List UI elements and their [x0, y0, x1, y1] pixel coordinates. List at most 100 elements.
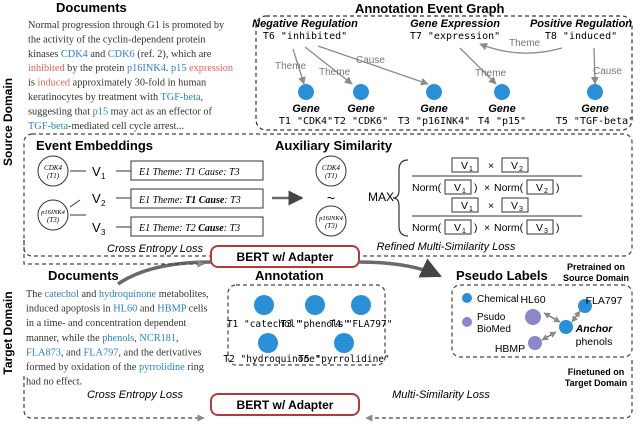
edge-label-5: Theme: [509, 38, 541, 49]
highlighted-span: p16INK4: [127, 63, 166, 74]
pseudo-node-hbmp: HBMP: [495, 336, 542, 355]
vector-box: [526, 179, 554, 195]
edge-label-3: Cause: [356, 55, 385, 66]
text-span: ,: [176, 333, 179, 344]
event-text-span: T3: [230, 223, 241, 234]
highlighted-span: TGF-beta: [161, 92, 201, 103]
highlighted-span: induced: [37, 78, 70, 89]
document-line: in a time- and concentration dependent: [26, 318, 187, 329]
embedding-node-id: (T3): [47, 216, 60, 224]
edge-t8-t5: [590, 47, 599, 85]
text-span: approximately 30-fold in human: [70, 78, 206, 89]
document-line: The catechol and hydroquinone metabolite…: [26, 289, 209, 300]
event-text-span: T1: [185, 195, 196, 206]
text-span: manner, while the: [26, 333, 102, 344]
pseudo-labels-title: Pseudo Labels: [456, 268, 548, 283]
pretrained-label-1: Pretrained on: [567, 262, 625, 272]
edge-label-4: Theme: [475, 68, 507, 79]
annotation-label: T3 "phenols": [281, 319, 350, 330]
trigger-label-t7: T7 "expression": [410, 31, 500, 42]
event-box-2: [130, 188, 264, 209]
highlighted-span: phenols: [102, 333, 134, 344]
text-span: and: [88, 49, 108, 60]
text-span: ,: [201, 92, 204, 103]
times-sign: ×: [484, 182, 490, 194]
vector-box-subscript: 1: [462, 228, 466, 235]
text-span: the activity of the cyclin-dependent pro…: [28, 34, 206, 45]
annotation-label: T1 "catechol": [227, 319, 301, 330]
gene-label: T3 "p16INK4": [398, 116, 470, 127]
aux-node-id: (T1): [325, 172, 338, 180]
vector-box-subscript: 2: [519, 166, 523, 173]
max-brace: [392, 159, 409, 237]
gene-label: T1 "CDK4": [279, 116, 333, 127]
annotation-item-3: T4 "FLA797": [330, 295, 393, 330]
gene-type: Gene: [420, 103, 448, 115]
gene-node-t3: Gene T3 "p16INK4": [398, 84, 470, 127]
times-sign: ×: [488, 200, 494, 212]
times-sign: ×: [484, 222, 490, 234]
text-span: formed by oxidation of the: [26, 362, 139, 373]
vector-box-subscript: 1: [462, 188, 466, 195]
event-text-span: E1: [138, 223, 153, 234]
refined-ms-loss-label: Refined Multi-Similarity Loss: [377, 241, 516, 253]
embedding-node-cdk4: CDK4 (T1): [37, 155, 69, 187]
event-graph-edges: [292, 42, 599, 86]
text-span: ring: [185, 362, 204, 373]
gene-node-t4: Gene T4 "p15": [478, 84, 526, 127]
highlighted-span: catechol: [45, 289, 79, 300]
bert-to-pseudo-flow: [358, 258, 442, 278]
document-line: kinases CDK4 and CDK6 (ref. 2), which ar…: [28, 49, 212, 60]
bert-adapter-box-top[interactable]: [210, 245, 360, 268]
event-box-1: [130, 160, 264, 181]
event-text-span: T3: [230, 195, 241, 206]
edge-label-2: Theme: [319, 67, 351, 78]
vector-box-letter: V: [461, 160, 468, 172]
text-span: may act as an effector of: [108, 106, 212, 117]
text-span: had no effect.: [26, 377, 82, 388]
text-span: cells: [186, 304, 207, 315]
text-span: Normal progression through G1 is promote…: [28, 20, 225, 31]
vector-v1: V 1: [92, 164, 106, 181]
vector-box-subscript: 3: [519, 206, 523, 213]
annotation-frame: [227, 284, 386, 366]
annotation-label: T4 "FLA797": [330, 319, 393, 330]
vector-box: [444, 179, 472, 195]
norm-close: ): [556, 222, 560, 234]
edge-t6-t2: [304, 46, 353, 85]
finetuned-label-2: Target Domain: [565, 378, 627, 388]
legend-chemical-label: Chemical: [477, 294, 519, 305]
event-graph-frame: [255, 15, 633, 131]
highlighted-span: pyrrolidine: [139, 362, 185, 373]
embedding-connectors: [69, 170, 131, 228]
event-text-span: Cause: [198, 223, 224, 234]
event-text-span: :: [179, 223, 185, 234]
norm-label: Norm(: [494, 182, 524, 194]
bert-adapter-box-bottom[interactable]: [210, 393, 360, 416]
highlighted-span: HL60: [113, 304, 137, 315]
gene-type: Gene: [488, 103, 516, 115]
text-span: The: [26, 289, 45, 300]
document-line: suggesting that p15 may act as an effect…: [28, 106, 213, 117]
gene-label: T5 "TGF-beta": [556, 116, 634, 127]
highlighted-span: p15: [171, 63, 186, 74]
gene-type: Gene: [581, 103, 609, 115]
gene-node-t1: Gene T1 "CDK4": [279, 84, 333, 127]
pseudo-node-fla797: FLA797: [578, 295, 623, 313]
norm-close: ): [474, 182, 478, 194]
pseudo-node-label: FLA797: [586, 295, 623, 307]
trigger-label-t6: T6 "inhibited": [263, 31, 347, 42]
highlighted-span: TGF-beta: [28, 121, 68, 132]
text-span: kinases: [28, 49, 61, 60]
vector-box: [501, 197, 529, 213]
document-line: FLA873, and FLA797, and the derivatives: [26, 347, 201, 358]
embedding-node-p16ink4: p16INK4 (T3): [37, 199, 69, 231]
legend-biomed-label-1: Psudo: [477, 312, 506, 323]
event-text: E1 Theme: T2 Cause: T3: [138, 223, 240, 234]
annotation-label: T2 "hydroquinone": [223, 354, 320, 365]
document-line: manner, while the phenols, NCR181,: [26, 333, 179, 344]
vector-box-subscript: 1: [469, 166, 473, 173]
